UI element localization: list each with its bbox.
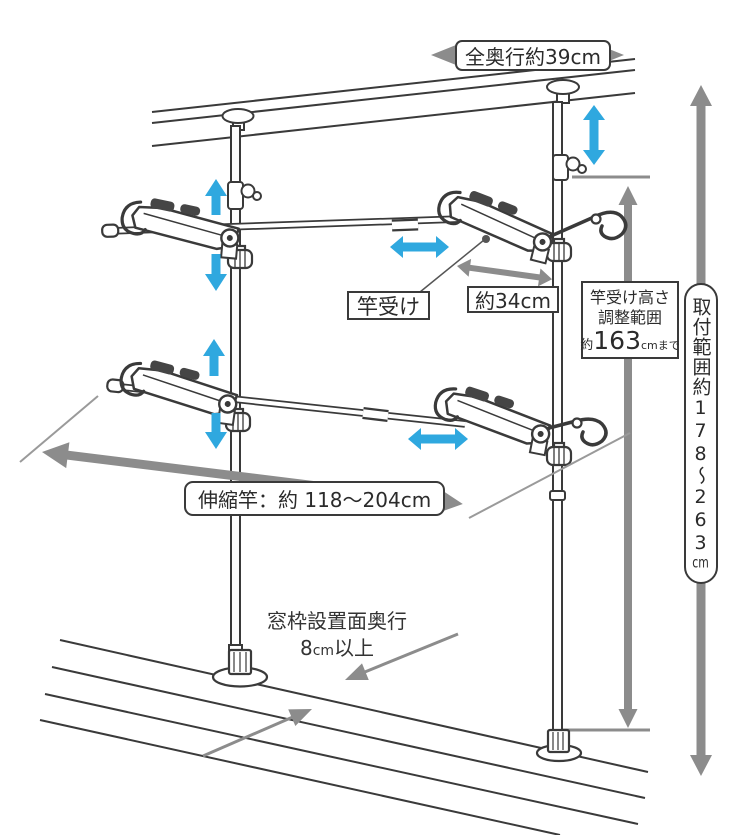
arrow-vertical-top-right xyxy=(583,105,605,165)
right-pole xyxy=(546,79,587,736)
right-pole-foot xyxy=(535,728,583,763)
label-total-depth: 全奥行約39cm xyxy=(455,40,611,71)
label-sill-depth: 窓枠設置面奥行 8cm以上 xyxy=(244,608,430,662)
left-pole-ceiling-cap xyxy=(221,108,255,124)
pole-holder-upper-right xyxy=(430,181,561,266)
label-pole-holder: 竿受け xyxy=(347,291,430,320)
arm-length-arrow xyxy=(457,258,553,287)
arrow-down-lower-left xyxy=(205,413,227,449)
label-install-range: 取付範囲約178〜263cm xyxy=(684,283,718,584)
pole-holder-lower-left xyxy=(115,354,243,427)
label-pole-length: 伸縮竿：約 118〜204cm xyxy=(184,481,446,516)
arrow-horizontal-lower xyxy=(408,428,468,450)
arrow-up-lower-left xyxy=(203,339,225,376)
install-range-text: 取付範囲約178〜263cm xyxy=(689,297,712,570)
sill-depth-line2: 8cm以上 xyxy=(299,636,375,660)
arrow-horizontal-upper xyxy=(390,236,449,258)
height-range-line2: 調整範囲 xyxy=(597,307,662,327)
pole-holder-upper-left xyxy=(117,193,243,261)
left-pole xyxy=(221,108,262,661)
height-range-arrow xyxy=(558,175,650,732)
holder-hooks xyxy=(547,210,628,447)
guide-lines xyxy=(19,395,631,519)
arrow-down-upper-left xyxy=(205,254,227,291)
pole-length-arrow xyxy=(42,442,463,514)
right-pole-clamp xyxy=(552,154,587,181)
left-pole-foot xyxy=(211,648,269,688)
arrow-up-upper-left xyxy=(205,179,227,215)
height-range-line1: 竿受け高さ xyxy=(589,287,670,307)
label-arm-length: 約34cm xyxy=(467,286,559,313)
right-pole-ceiling-cap xyxy=(546,79,580,95)
movement-arrows xyxy=(203,105,605,450)
pole-holder-leader xyxy=(419,235,490,293)
left-pole-clamp xyxy=(227,181,262,210)
pole-holder-lower-right xyxy=(428,378,557,457)
sill-depth-arrows xyxy=(202,632,459,758)
sill-depth-line1: 窓枠設置面奥行 xyxy=(267,609,407,633)
